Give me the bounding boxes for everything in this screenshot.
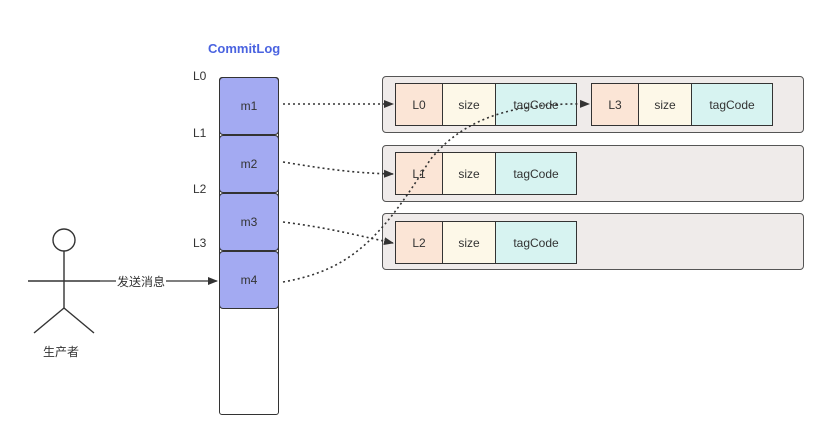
- message-block-m1: m1: [219, 77, 279, 135]
- message-block-m4: m4: [219, 251, 279, 309]
- message-block-m3: m3: [219, 193, 279, 251]
- queue-cell-offset: L2: [395, 221, 443, 264]
- send-message-label: 发送消息: [116, 273, 167, 290]
- offset-label-l3: L3: [193, 236, 207, 250]
- message-label: m3: [240, 215, 258, 229]
- queue-cell-tagcode: tagCode: [495, 152, 577, 195]
- message-block-m2: m2: [219, 135, 279, 193]
- mapping-m2-to-l1: [282, 161, 394, 178]
- message-label: m4: [240, 273, 258, 287]
- message-label: m2: [240, 157, 258, 171]
- mapping-m3-to-l2: [282, 221, 394, 246]
- queue-cell-tagcode: tagCode: [495, 221, 577, 264]
- offset-label-l0: L0: [193, 69, 207, 83]
- queue-cell-size: size: [638, 83, 692, 126]
- producer-actor-icon: [28, 228, 100, 334]
- mapping-m4-to-l3: [282, 99, 590, 283]
- queue-cell-tagcode: tagCode: [495, 83, 577, 126]
- commitlog-title: CommitLog: [208, 41, 281, 56]
- producer-label: 生产者: [43, 345, 80, 359]
- queue-cell-size: size: [442, 152, 496, 195]
- queue-cell-offset: L0: [395, 83, 443, 126]
- offset-label-l1: L1: [193, 126, 207, 140]
- message-label: m1: [240, 99, 258, 113]
- queue-cell-offset: L1: [395, 152, 443, 195]
- queue-cell-tagcode: tagCode: [691, 83, 773, 126]
- queue-cell-offset: L3: [591, 83, 639, 126]
- offset-label-l2: L2: [193, 182, 207, 196]
- queue-cell-size: size: [442, 221, 496, 264]
